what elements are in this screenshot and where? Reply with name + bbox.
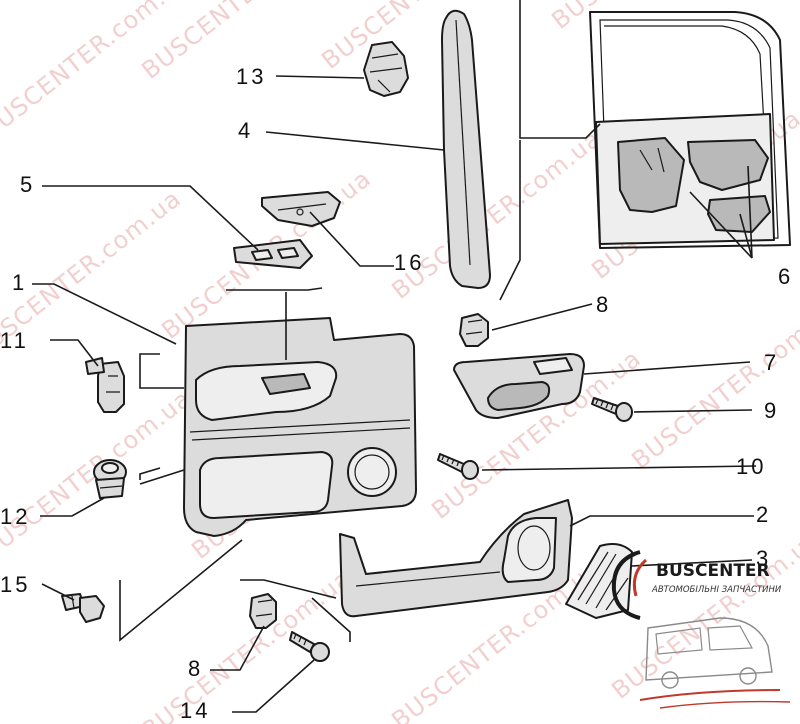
callout-15: 15 <box>0 572 30 597</box>
part-4-pillar-trim <box>441 9 491 289</box>
brand-tagline: АВТОМОБІЛЬНІ ЗАПЧАСТИНИ <box>651 585 782 595</box>
callout-6: 6 <box>778 264 793 289</box>
callout-11: 11 <box>0 328 29 353</box>
door-frame-reference <box>499 0 791 301</box>
watermark: BUSCENTER.com.ua <box>626 294 800 474</box>
part-12-round-clip <box>93 459 127 499</box>
part-9-screw <box>591 397 633 422</box>
part-11-fastener <box>85 357 125 413</box>
part-13-clip <box>363 41 409 97</box>
part-1-door-panel <box>183 287 417 537</box>
part-5-switch-panel <box>233 239 313 269</box>
part-15-push-fastener <box>61 593 105 623</box>
callout-12: 12 <box>0 504 30 529</box>
part-2-door-pocket <box>339 499 573 618</box>
callout-3: 3 <box>756 546 771 571</box>
callout-13: 13 <box>236 64 266 89</box>
watermark: BUSCENTER.com.ua <box>386 124 606 304</box>
part-10-screw <box>437 453 479 480</box>
callout-8-upper: 8 <box>596 292 611 317</box>
callout-9: 9 <box>764 398 779 423</box>
callout-14: 14 <box>180 698 210 723</box>
callout-1: 1 <box>12 270 27 295</box>
watermark: BUSCENTER.com.ua <box>316 0 536 75</box>
callout-16: 16 <box>394 250 424 275</box>
part-8-fastener-lower <box>249 593 277 629</box>
callout-labels: 13 4 5 16 6 1 8 11 7 9 10 12 2 3 15 8 14 <box>0 64 793 723</box>
part-8-fastener-upper <box>459 313 489 347</box>
part-14-screw <box>289 631 330 662</box>
watermark: BUSCENTER.com.ua <box>546 0 766 35</box>
callout-8-lower: 8 <box>188 656 203 681</box>
brand-mark-icon <box>611 550 641 620</box>
brand-mark-accent-icon <box>632 558 648 597</box>
callout-7: 7 <box>764 350 779 375</box>
callout-2: 2 <box>756 502 771 527</box>
van-icon <box>639 617 791 709</box>
part-16-cover <box>261 191 341 227</box>
brand-name: BUSCENTER <box>656 561 770 581</box>
leader-lines <box>32 75 757 713</box>
callout-10: 10 <box>736 454 766 479</box>
callout-5: 5 <box>20 172 35 197</box>
brand-logo: BUSCENTER АВТОМОБІЛЬНІ ЗАПЧАСТИНИ <box>611 550 782 620</box>
callout-4: 4 <box>238 118 253 143</box>
part-7-handle-housing <box>453 353 585 419</box>
